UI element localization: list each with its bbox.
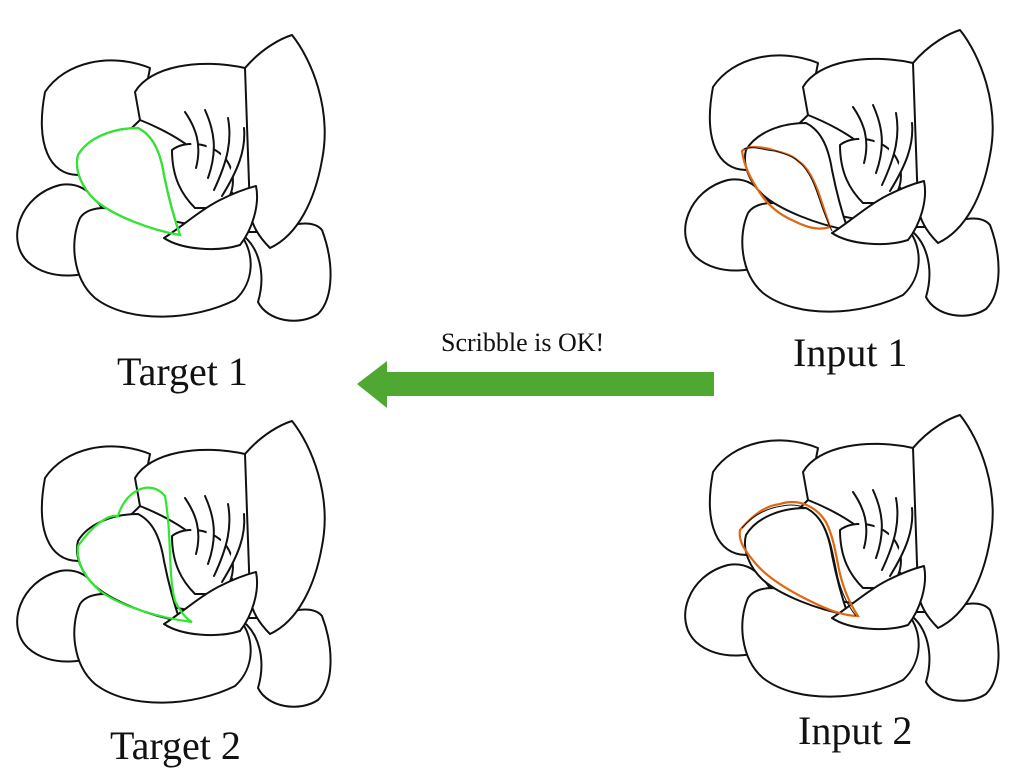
left-arrow (357, 361, 714, 408)
target1-label: Target 1 (117, 349, 248, 394)
input2-flower (684, 414, 1000, 702)
input1-flower (684, 29, 1000, 317)
input2-scribble (738, 500, 861, 618)
input2-label: Input 2 (798, 708, 913, 753)
target1-flower (16, 34, 332, 322)
target2-highlight (76, 486, 193, 624)
target2-flower (16, 420, 332, 708)
input1-label: Input 1 (793, 330, 908, 375)
target1-highlight (75, 126, 182, 237)
arrow-caption: Scribble is OK! (441, 328, 605, 357)
target2-label: Target 2 (110, 723, 241, 768)
input1-scribble (740, 145, 832, 230)
